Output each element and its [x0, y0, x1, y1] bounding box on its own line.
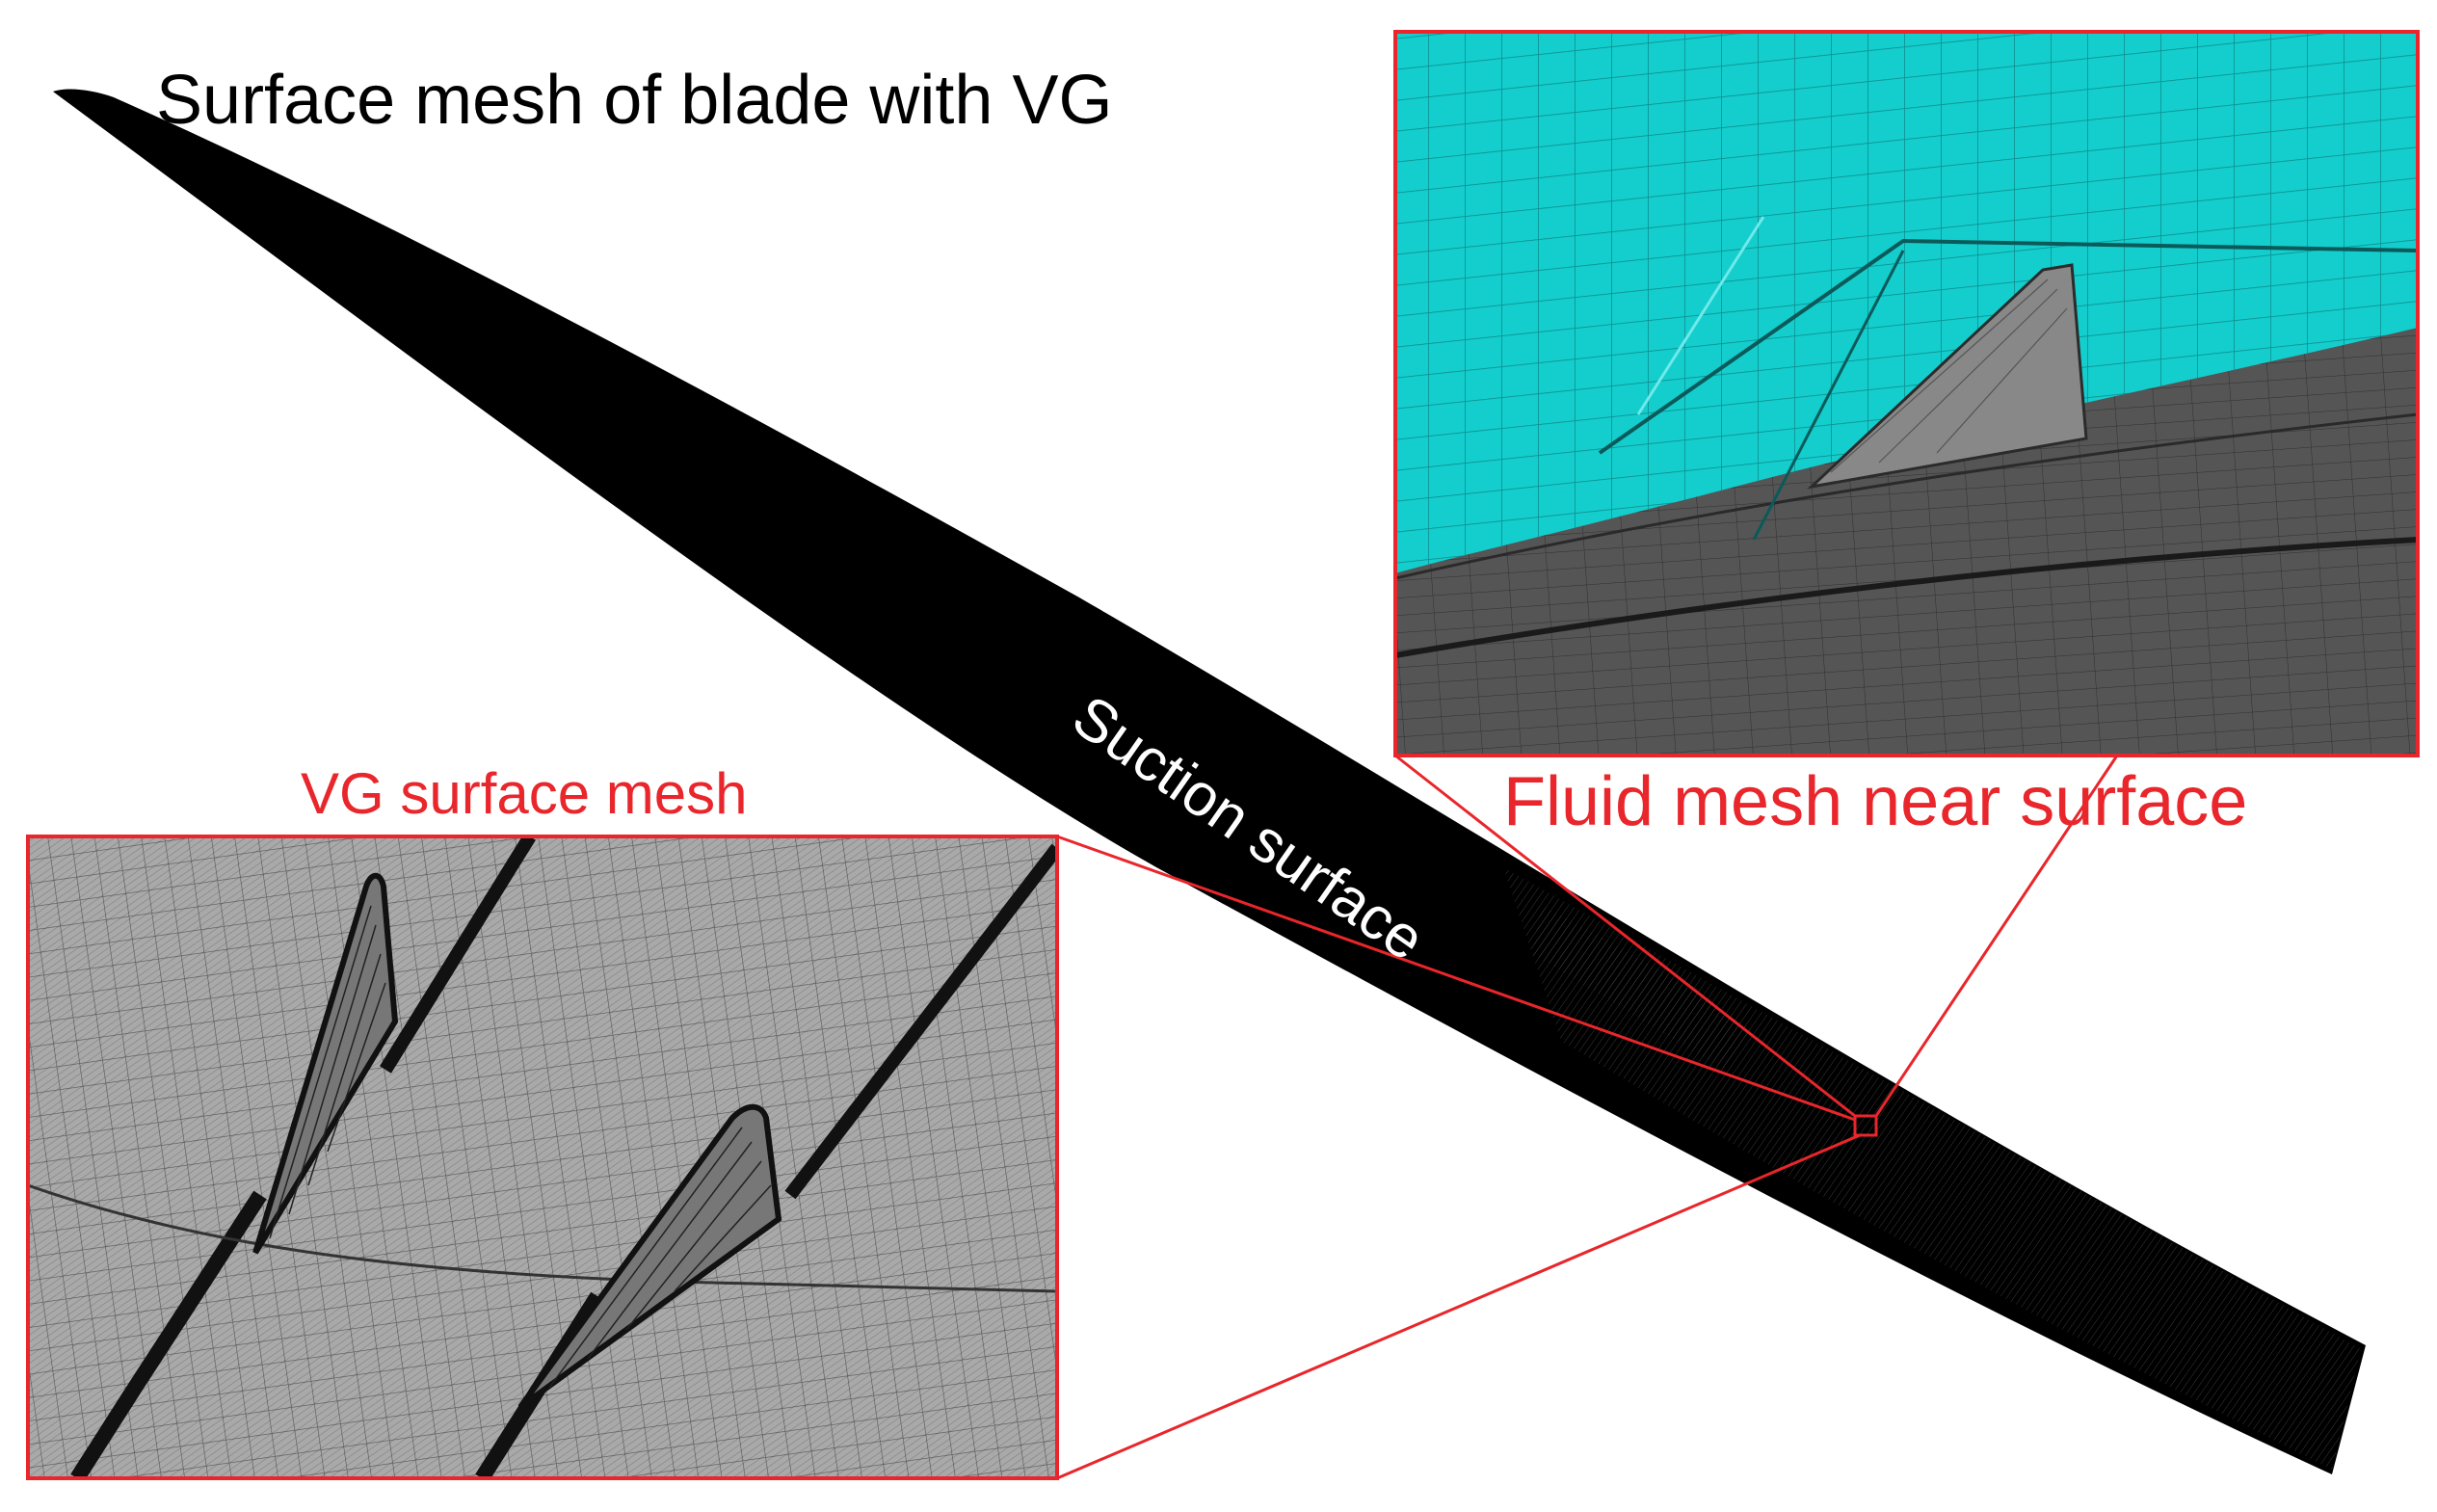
zoom-region-marker: [1853, 1114, 1878, 1137]
fluid-mesh-label: Fluid mesh near surface: [1503, 763, 2248, 840]
vg-surface-mesh-inset: [28, 836, 1057, 1478]
vg-fin-1: [252, 872, 399, 1255]
callout-line-fluid-1: [1394, 754, 1856, 1118]
vg-surface-mesh-label: VG surface mesh: [301, 761, 748, 826]
fluid-inset-frame: [1393, 30, 2420, 757]
callout-line-vg-1: [1056, 835, 1856, 1122]
callout-line-vg-2: [1056, 1133, 1861, 1480]
blade-mesh-hatch-mid: [1532, 906, 1754, 1070]
vg-inset-frame: [26, 835, 1059, 1480]
vg-fin-2: [517, 1103, 782, 1410]
fluid-mesh-inset: [1395, 32, 2418, 756]
callout-line-fluid-2: [1874, 755, 2119, 1117]
vg-ridge-4: [784, 843, 1057, 1200]
vg-ridge-2: [380, 836, 536, 1074]
fluid-vg-fin: [1807, 263, 2088, 490]
figure-title: Surface mesh of blade with VG: [156, 62, 1113, 139]
vg-ridge-1: [70, 1190, 267, 1478]
callout-lines: [1056, 754, 2119, 1480]
blade-surface: [53, 89, 2366, 1475]
